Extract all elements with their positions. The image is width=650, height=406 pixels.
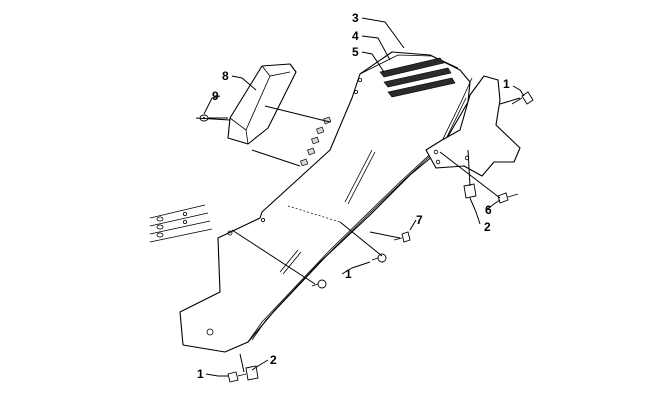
callout-leaders bbox=[203, 17, 525, 377]
vent-slots bbox=[300, 116, 332, 167]
reflector-strips bbox=[379, 57, 456, 98]
callout-6: 6 bbox=[485, 203, 492, 217]
callout-3: 3 bbox=[352, 11, 359, 25]
callout-2-bottom: 2 bbox=[270, 353, 277, 367]
callout-8: 8 bbox=[222, 69, 229, 83]
flap-block bbox=[227, 63, 297, 145]
alignment-lines bbox=[195, 97, 521, 373]
callout-1-right: 1 bbox=[503, 77, 510, 91]
callout-labels: 3 4 5 8 9 1 6 2 7 1 2 1 bbox=[197, 11, 510, 381]
frame-rails bbox=[149, 204, 213, 243]
side-bracket bbox=[425, 75, 521, 177]
callout-1-mid: 1 bbox=[345, 267, 352, 281]
callout-1-bottom: 1 bbox=[197, 367, 204, 381]
callout-5: 5 bbox=[352, 45, 359, 59]
callout-9: 9 bbox=[212, 89, 219, 103]
rear-flap-body bbox=[179, 51, 473, 353]
callout-7: 7 bbox=[416, 213, 423, 227]
callout-4: 4 bbox=[352, 29, 359, 43]
callout-2-right: 2 bbox=[484, 220, 491, 234]
